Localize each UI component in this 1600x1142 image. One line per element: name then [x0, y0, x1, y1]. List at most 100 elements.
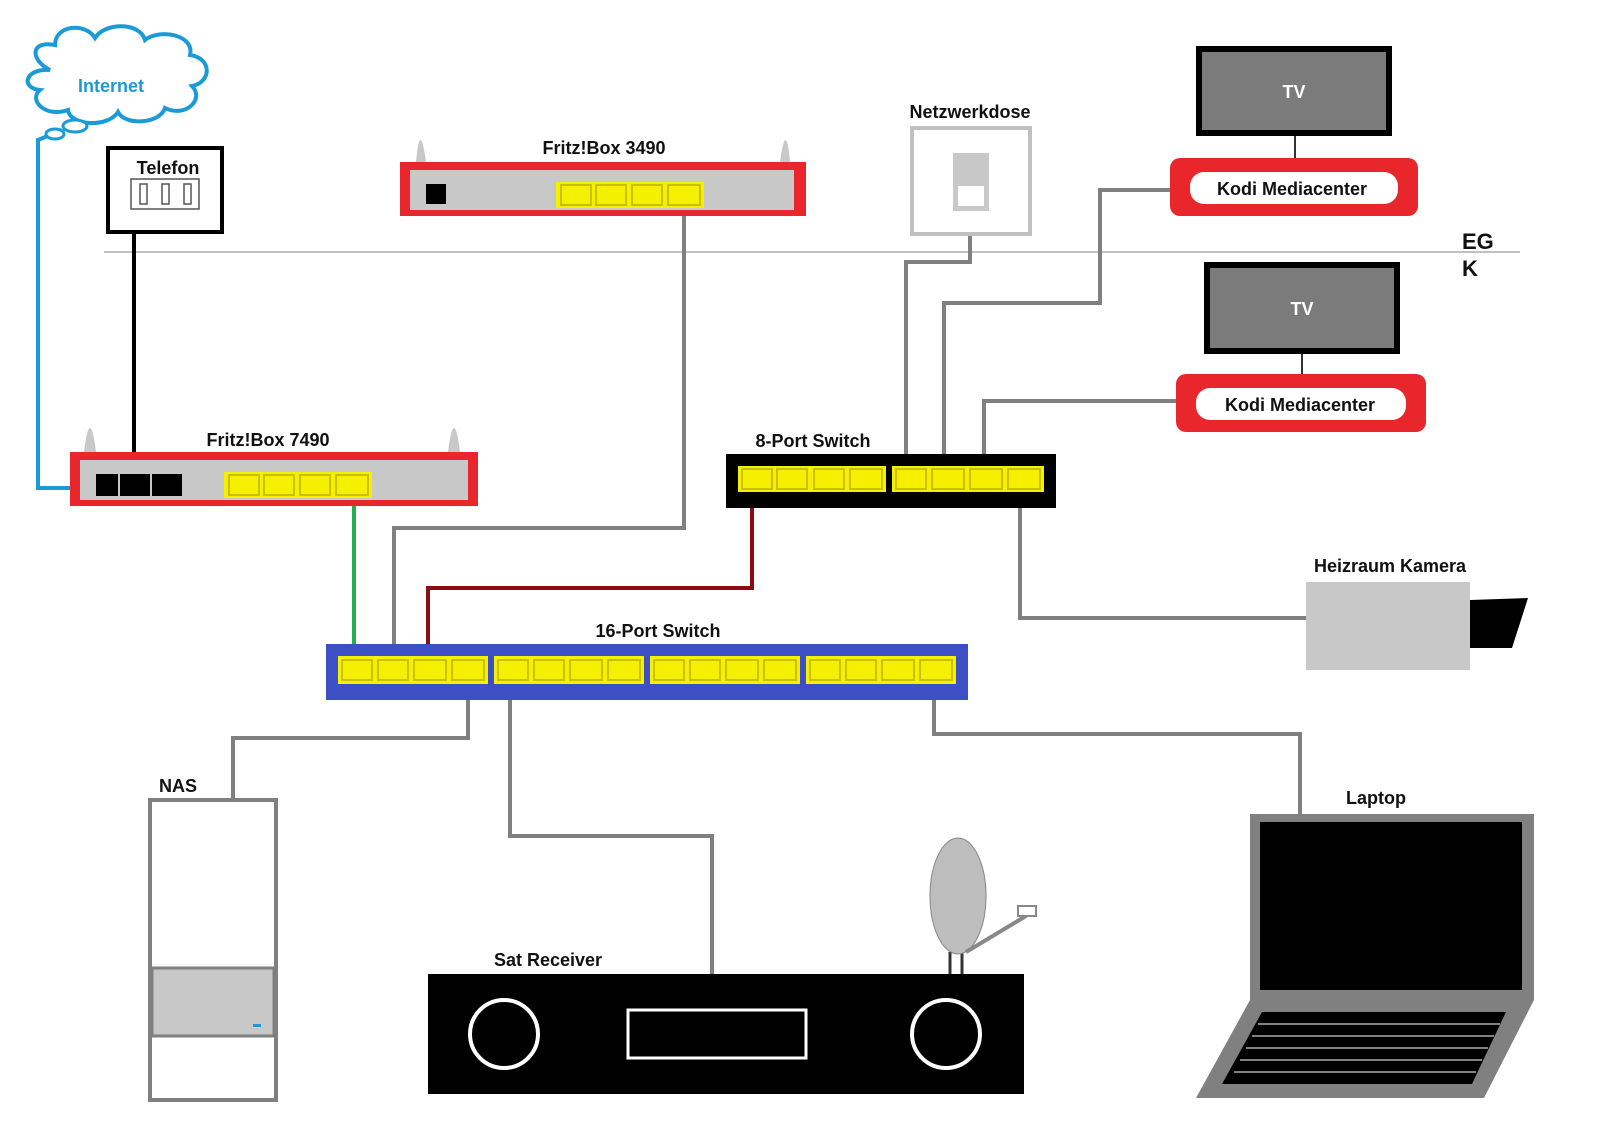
switch-16-port-7: [569, 659, 603, 681]
tv-top-label: TV: [1282, 82, 1305, 102]
dish-reflector: [929, 837, 987, 955]
cable-switch8-kamera: [1018, 478, 1306, 620]
fritzbox-3490-label: Fritz!Box 3490: [542, 138, 665, 158]
fritzbox-7490-port-2: [263, 474, 295, 496]
telefon-jack-2: [161, 183, 170, 205]
nas-body: [148, 798, 278, 1102]
sat-receiver: Sat Receiver: [428, 837, 1037, 1094]
switch-8-port-6: [931, 468, 965, 490]
cloud-tail-2: [44, 127, 66, 141]
sat-receiver-label: Sat Receiver: [494, 950, 602, 970]
internet-cloud: Internet: [25, 24, 209, 141]
heizraum-kamera: Heizraum Kamera: [1306, 556, 1528, 670]
netzwerkdose-label: Netzwerkdose: [909, 102, 1030, 122]
kamera-body: [1306, 582, 1470, 670]
antenna-right-icon: [448, 428, 460, 452]
telefon-label: Telefon: [137, 158, 200, 178]
fritzbox-3490-port-1: [560, 184, 592, 206]
cable-netzwerkdose-switch8: [904, 236, 972, 478]
internet-label: Internet: [78, 76, 144, 96]
kodi-bottom-inner: [1196, 388, 1406, 420]
laptop-keyboard-rows: [1234, 1023, 1500, 1073]
cable-switch16-nas: [231, 666, 470, 800]
switch-8-port-5: [895, 468, 927, 490]
sat-receiver-knob-right: [910, 998, 982, 1070]
kodi-bottom: Kodi Mediacenter: [1176, 374, 1426, 432]
switch-16-port-3: [413, 659, 447, 681]
dish-arm: [964, 914, 1028, 954]
netzwerkdose: Netzwerkdose: [909, 102, 1032, 236]
cable-kodi-top-switch8: [942, 188, 1170, 478]
netzwerkdose-jack: [958, 186, 984, 206]
switch-16-port-13: [809, 659, 841, 681]
fritzbox-3490-port-4: [667, 184, 701, 206]
kodi-bottom-label: Kodi Mediacenter: [1225, 395, 1375, 415]
fritzbox-3490-port-2: [595, 184, 627, 206]
floor-label-k: K: [1462, 256, 1478, 281]
kodi-top-label: Kodi Mediacenter: [1217, 179, 1367, 199]
switch-16-port-15: [881, 659, 915, 681]
telefon-device: Telefon: [106, 146, 224, 234]
fritzbox-7490-dsl-port-2: [120, 474, 150, 496]
switch-16-port-9: [653, 659, 685, 681]
fritzbox-3490: Fritz!Box 3490: [400, 138, 806, 216]
satellite-dish-icon: [929, 837, 1037, 974]
cloud-icon: [25, 24, 209, 126]
cable-switch16-sat: [508, 666, 714, 974]
cable-switch16-laptop: [932, 666, 1302, 814]
cable-kodi-bottom-switch8: [982, 399, 1176, 478]
tv-top-screen: [1202, 52, 1386, 130]
nas-device: NAS: [148, 776, 278, 1102]
switch-16-port-14: [845, 659, 877, 681]
switch-8-port-1: [741, 468, 773, 490]
fritzbox-7490: Fritz!Box 7490: [70, 428, 478, 506]
switch-16-port-16: [919, 659, 953, 681]
sat-receiver-display: [626, 1008, 808, 1060]
laptop-screen: [1260, 822, 1522, 990]
switch-16-port-11: [725, 659, 759, 681]
switch-16-port-2: [377, 659, 409, 681]
fritzbox-7490-port-4: [335, 474, 369, 496]
kamera-lens-icon: [1470, 598, 1528, 648]
switch-16-port: 16-Port Switch: [326, 621, 968, 700]
switch-16-port-10: [689, 659, 721, 681]
laptop-device: Laptop: [1196, 788, 1534, 1098]
nas-status-led: [253, 1024, 261, 1027]
antenna-right-icon: [780, 140, 790, 162]
cable-fritzbox3490-switch16: [392, 196, 686, 666]
switch-8-port-7: [969, 468, 1003, 490]
cloud-tail-1: [61, 118, 89, 134]
tv-bottom-label: TV: [1290, 299, 1313, 319]
fritzbox-7490-port-3: [299, 474, 331, 496]
switch-8-port-2: [776, 468, 808, 490]
tv-top: TV: [1196, 46, 1392, 136]
switch-16-label: 16-Port Switch: [595, 621, 720, 641]
fritzbox-3490-power-port: [426, 184, 446, 204]
tv-bottom-screen: [1210, 268, 1394, 348]
fritzbox-7490-label: Fritz!Box 7490: [206, 430, 329, 450]
fritzbox-7490-port-1: [228, 474, 260, 496]
heizraum-kamera-label: Heizraum Kamera: [1314, 556, 1467, 576]
internet-cable: [36, 128, 108, 490]
switch-16-port-12: [763, 659, 797, 681]
cable-switch8-switch16: [426, 478, 754, 666]
switch-8-label: 8-Port Switch: [755, 431, 870, 451]
switch-16-port-5: [497, 659, 529, 681]
switch-8-port-8: [1007, 468, 1041, 490]
telefon-jack-3: [183, 183, 192, 205]
fritzbox-3490-port-3: [631, 184, 663, 206]
floor-label-eg: EG: [1462, 229, 1494, 254]
fritzbox-7490-dsl-port-1: [96, 474, 118, 496]
switch-16-port-1: [341, 659, 373, 681]
dish-lnb: [1017, 905, 1037, 917]
kodi-top: Kodi Mediacenter: [1170, 158, 1418, 216]
laptop-label: Laptop: [1346, 788, 1406, 808]
switch-16-port-4: [451, 659, 485, 681]
switch-8-port-3: [813, 468, 845, 490]
switch-8-port: 8-Port Switch: [726, 431, 1056, 508]
antenna-left-icon: [84, 428, 96, 452]
sat-receiver-knob-left: [468, 998, 540, 1070]
switch-16-port-6: [533, 659, 565, 681]
switch-8-port-4: [849, 468, 883, 490]
